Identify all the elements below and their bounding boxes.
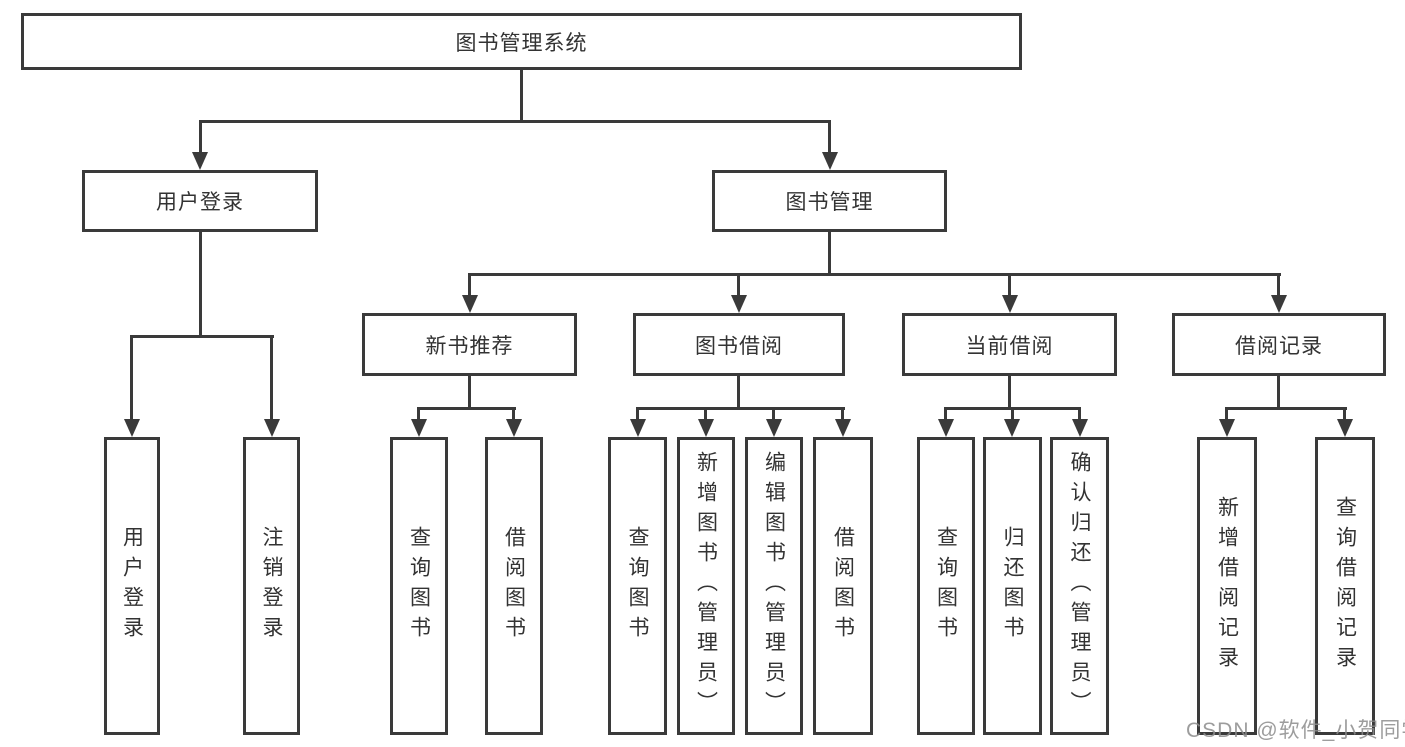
leaf-borrow-books: 借阅图书 [813, 437, 873, 735]
node-borrow-records-label: 借阅记录 [1235, 334, 1323, 358]
leaf-edit-books-admin-label: 编辑图书（管理员） [762, 451, 786, 721]
arrow-down-cur-query [938, 419, 954, 437]
connector-drop-bb-query [636, 407, 639, 421]
leaf-query-borrow-record: 查询借阅记录 [1315, 437, 1375, 735]
connector-book-borrow-hline [636, 407, 845, 410]
leaf-add-books-admin: 新增图书（管理员） [677, 437, 735, 735]
node-book-borrow: 图书借阅 [633, 313, 845, 376]
arrow-down-rec-add [1219, 419, 1235, 437]
leaf-return-books: 归还图书 [983, 437, 1042, 735]
leaf-recommend-query-books-label: 查询图书 [407, 526, 431, 646]
leaf-current-query-books: 查询图书 [917, 437, 975, 735]
leaf-query-borrow-record-label: 查询借阅记录 [1333, 496, 1357, 676]
connector-root-stem [520, 70, 523, 122]
leaf-user-login: 用户登录 [104, 437, 160, 735]
connector-drop-leaf-user-login [130, 335, 133, 421]
arrow-down-bb-edit [766, 419, 782, 437]
arrow-down-new-book-recommend [462, 295, 478, 313]
connector-drop-rec-add [1225, 407, 1228, 421]
leaf-confirm-return-admin: 确认归还（管理员） [1050, 437, 1109, 735]
leaf-recommend-borrow-books: 借阅图书 [485, 437, 543, 735]
connector-drop-book-management [828, 120, 831, 154]
leaf-current-query-books-label: 查询图书 [934, 526, 958, 646]
leaf-logout: 注销登录 [243, 437, 300, 735]
arrow-down-borrow-records [1271, 295, 1287, 313]
connector-drop-bb-borrow [841, 407, 844, 421]
arrow-down-current-borrow [1002, 295, 1018, 313]
leaf-add-books-admin-label: 新增图书（管理员） [694, 451, 718, 721]
connector-drop-user-login [199, 120, 202, 154]
connector-current-stem [1008, 376, 1011, 409]
leaf-user-login-label: 用户登录 [120, 526, 144, 646]
node-user-login: 用户登录 [82, 170, 318, 232]
arrow-down-rec-query [1337, 419, 1353, 437]
leaf-recommend-borrow-books-label: 借阅图书 [502, 526, 526, 646]
node-root: 图书管理系统 [21, 13, 1022, 70]
arrow-down-book-management [822, 152, 838, 170]
node-new-book-recommend-label: 新书推荐 [425, 334, 514, 358]
connector-records-hline [1225, 407, 1347, 410]
arrow-down-leaf-logout [264, 419, 280, 437]
connector-drop-current-borrow [1008, 273, 1011, 299]
arrow-down-bb-query [630, 419, 646, 437]
connector-book-borrow-stem [737, 376, 740, 409]
arrow-down-cur-confirm [1072, 419, 1088, 437]
arrow-down-bb-add [698, 419, 714, 437]
leaf-borrow-query-books-label: 查询图书 [626, 526, 649, 646]
node-book-management-label: 图书管理 [785, 191, 874, 214]
leaf-edit-books-admin: 编辑图书（管理员） [745, 437, 803, 735]
connector-drop-rec-query [1343, 407, 1346, 421]
node-current-borrow: 当前借阅 [902, 313, 1117, 376]
connector-drop-book-borrow [737, 273, 740, 299]
arrow-down-bb-borrow [835, 419, 851, 437]
node-current-borrow-label: 当前借阅 [965, 334, 1054, 358]
connector-drop-bb-edit [772, 407, 775, 421]
connector-records-stem [1277, 376, 1280, 409]
connector-drop-cur-query [944, 407, 947, 421]
connector-level2-hline [468, 273, 1281, 276]
arrow-down-cur-return [1004, 419, 1020, 437]
connector-drop-recommend-borrow [512, 407, 515, 421]
node-user-login-label: 用户登录 [156, 191, 244, 214]
leaf-add-borrow-record: 新增借阅记录 [1197, 437, 1257, 735]
node-book-borrow-label: 图书借阅 [695, 334, 783, 358]
node-borrow-records: 借阅记录 [1172, 313, 1386, 376]
leaf-return-books-label: 归还图书 [1001, 526, 1024, 646]
arrow-down-recommend-query [411, 419, 427, 437]
leaf-recommend-query-books: 查询图书 [390, 437, 448, 735]
connector-drop-cur-confirm [1078, 407, 1081, 421]
csdn-watermark: CSDN @软件_小贺同学 [1186, 719, 1405, 742]
connector-recommend-hline [417, 407, 516, 410]
connector-drop-bb-add [704, 407, 707, 421]
node-root-label: 图书管理系统 [455, 31, 588, 55]
connector-drop-new-book-recommend [468, 273, 471, 299]
arrow-down-leaf-user-login [124, 419, 140, 437]
node-new-book-recommend: 新书推荐 [362, 313, 577, 376]
connector-book-management-stem [828, 232, 831, 275]
connector-drop-recommend-query [417, 407, 420, 421]
connector-recommend-stem [468, 376, 471, 409]
connector-drop-cur-return [1011, 407, 1014, 421]
node-book-management: 图书管理 [712, 170, 947, 232]
leaf-borrow-books-label: 借阅图书 [831, 526, 855, 646]
connector-user-login-stem [199, 232, 202, 337]
leaf-logout-label: 注销登录 [260, 526, 283, 646]
connector-level1-hline [199, 120, 831, 123]
arrow-down-recommend-borrow [506, 419, 522, 437]
leaf-borrow-query-books: 查询图书 [608, 437, 667, 735]
connector-drop-leaf-logout [270, 335, 273, 421]
connector-drop-borrow-records [1277, 273, 1280, 299]
leaf-confirm-return-admin-label: 确认归还（管理员） [1068, 451, 1091, 721]
arrow-down-user-login [192, 152, 208, 170]
leaf-add-borrow-record-label: 新增借阅记录 [1215, 496, 1239, 676]
connector-user-login-hline [130, 335, 274, 338]
arrow-down-book-borrow [731, 295, 747, 313]
